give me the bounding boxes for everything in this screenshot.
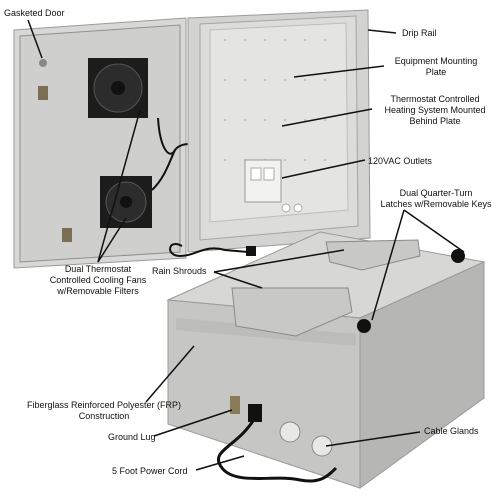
label-cooling-fans-line2: Controlled Cooling Fans [49,275,147,285]
power-cord-upper [169,243,249,258]
cooling-fan-bottom [100,176,152,228]
label-latches-line2: Latches w/Removable Keys [380,199,492,209]
label-frp-line1: Fiberglass Reinforced Polyester (FRP) [26,400,182,410]
closed-enclosure [166,231,486,489]
label-equipment-mounting-plate: Equipment Mounting Plate [386,56,486,78]
open-enclosure-body [187,9,371,253]
latch-front [357,319,371,333]
label-cooling-fans-line1: Dual Thermostat [64,264,132,274]
label-thermostat-heating-line1: Thermostat Controlled [390,94,480,104]
label-frp-line2: Construction [78,411,130,421]
label-cooling-fans: Dual Thermostat Controlled Cooling Fans … [40,264,156,297]
label-thermostat-heating-line2: Heating System Mounted [384,105,486,115]
label-equipment-mounting-plate-line1: Equipment Mounting [394,56,478,66]
cooling-fan-top [88,58,148,118]
label-latches-line1: Dual Quarter-Turn [399,188,473,198]
open-door [13,17,187,269]
label-ground-lug: Ground Lug [108,432,156,442]
latch-back [451,249,465,263]
label-cable-glands: Cable Glands [424,426,479,436]
label-drip-rail: Drip Rail [402,28,437,38]
label-latches: Dual Quarter-Turn Latches w/Removable Ke… [376,188,496,210]
power-cord-lower [216,415,338,483]
label-frp: Fiberglass Reinforced Polyester (FRP) Co… [20,400,188,422]
label-gasketed-door: Gasketed Door [4,8,65,18]
label-equipment-mounting-plate-line2: Plate [425,67,447,77]
label-outlets: 120VAC Outlets [368,156,432,166]
label-thermostat-heating-line3: Behind Plate [409,116,461,126]
label-cooling-fans-line3: w/Removable Filters [57,286,139,296]
label-thermostat-heating: Thermostat Controlled Heating System Mou… [374,94,496,127]
label-rain-shrouds: Rain Shrouds [152,266,207,276]
outlet-box [244,159,282,203]
label-power-cord: 5 Foot Power Cord [112,466,188,476]
